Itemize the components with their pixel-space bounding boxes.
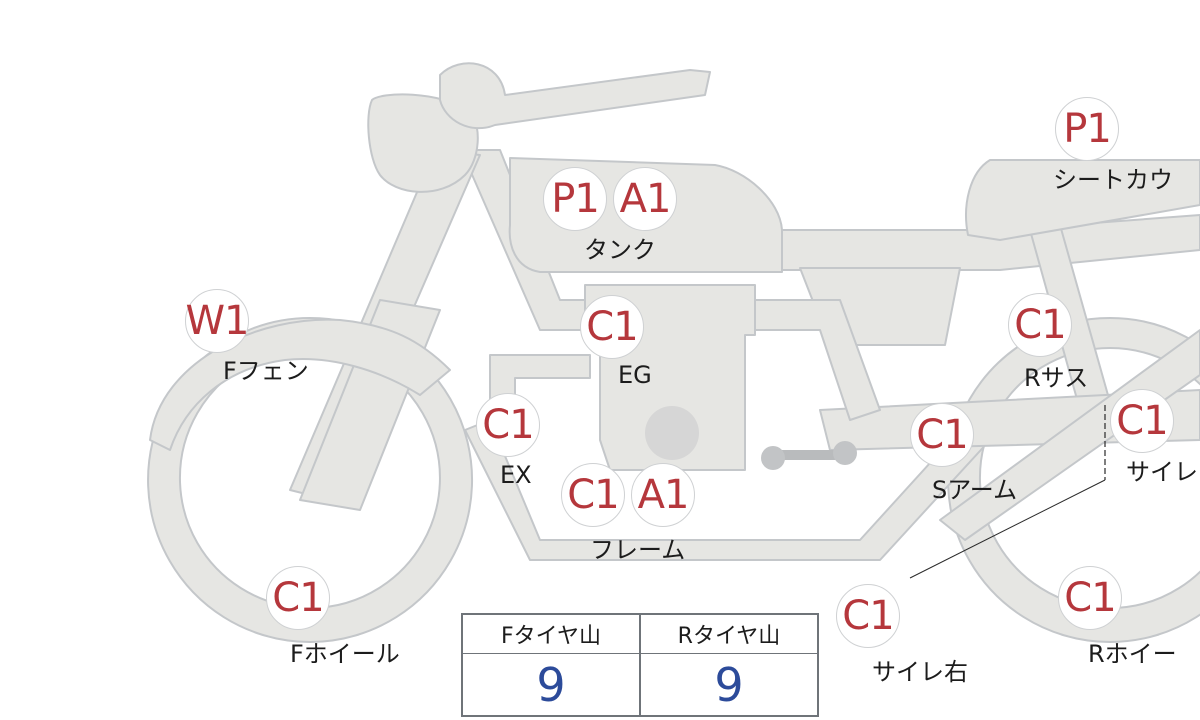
exhaust-label: EX (500, 461, 532, 489)
rear-tread-header: Rタイヤ山 (641, 615, 817, 654)
muffler-shape (939, 329, 1200, 541)
exhaust-grade: C1 (476, 393, 540, 457)
tire-tread-table: Fタイヤ山 9 Rタイヤ山 9 (461, 613, 819, 717)
f-fender-label: Fフェン (223, 357, 309, 385)
front-tread-value: 9 (536, 658, 566, 712)
swing-arm-grade: C1 (910, 403, 974, 467)
r-wheel-label: Rホイー (1088, 640, 1177, 668)
engine-label: EG (618, 361, 652, 389)
engine-case-shape (645, 406, 699, 460)
f-wheel-label: Fホイール (290, 640, 400, 668)
seat-cowl-label: シートカウ (1053, 166, 1173, 194)
headlight-shape (367, 93, 479, 193)
r-wheel-grade: C1 (1058, 566, 1122, 630)
f-wheel-grade: C1 (266, 566, 330, 630)
front-tread-cell: Fタイヤ山 9 (463, 615, 639, 715)
rear-tread-value: 9 (714, 658, 744, 712)
silencer-left-grade: C1 (1110, 389, 1174, 453)
rear-tread-cell: Rタイヤ山 9 (641, 615, 817, 715)
seat-cowl-grade: P1 (1055, 97, 1119, 161)
footpeg-shape (770, 450, 850, 460)
f-fender-grade: W1 (185, 289, 250, 353)
silencer-right-label: サイレ右 (872, 658, 968, 686)
engine-grade: C1 (580, 295, 644, 359)
tank-label: タンク (584, 236, 656, 264)
seat-cowl-shape (965, 159, 1200, 241)
handlebar-shape (439, 62, 711, 130)
r-suspension-grade: C1 (1008, 293, 1072, 357)
silencer-leader-line (909, 479, 1106, 579)
tank-grade-a1: A1 (613, 167, 677, 231)
swing-arm-label: Sアーム (932, 476, 1018, 504)
r-suspension-label: Rサス (1024, 364, 1089, 392)
silencer-left-label: サイレ (1126, 458, 1198, 486)
tank-grade-p1: P1 (543, 167, 607, 231)
frame-grade-a1: A1 (631, 463, 695, 527)
silencer-right-grade: C1 (836, 584, 900, 648)
front-tread-header: Fタイヤ山 (463, 615, 639, 654)
frame-grade-c1: C1 (561, 463, 625, 527)
frame-label: フレーム (590, 536, 686, 564)
table-divider (639, 615, 641, 715)
